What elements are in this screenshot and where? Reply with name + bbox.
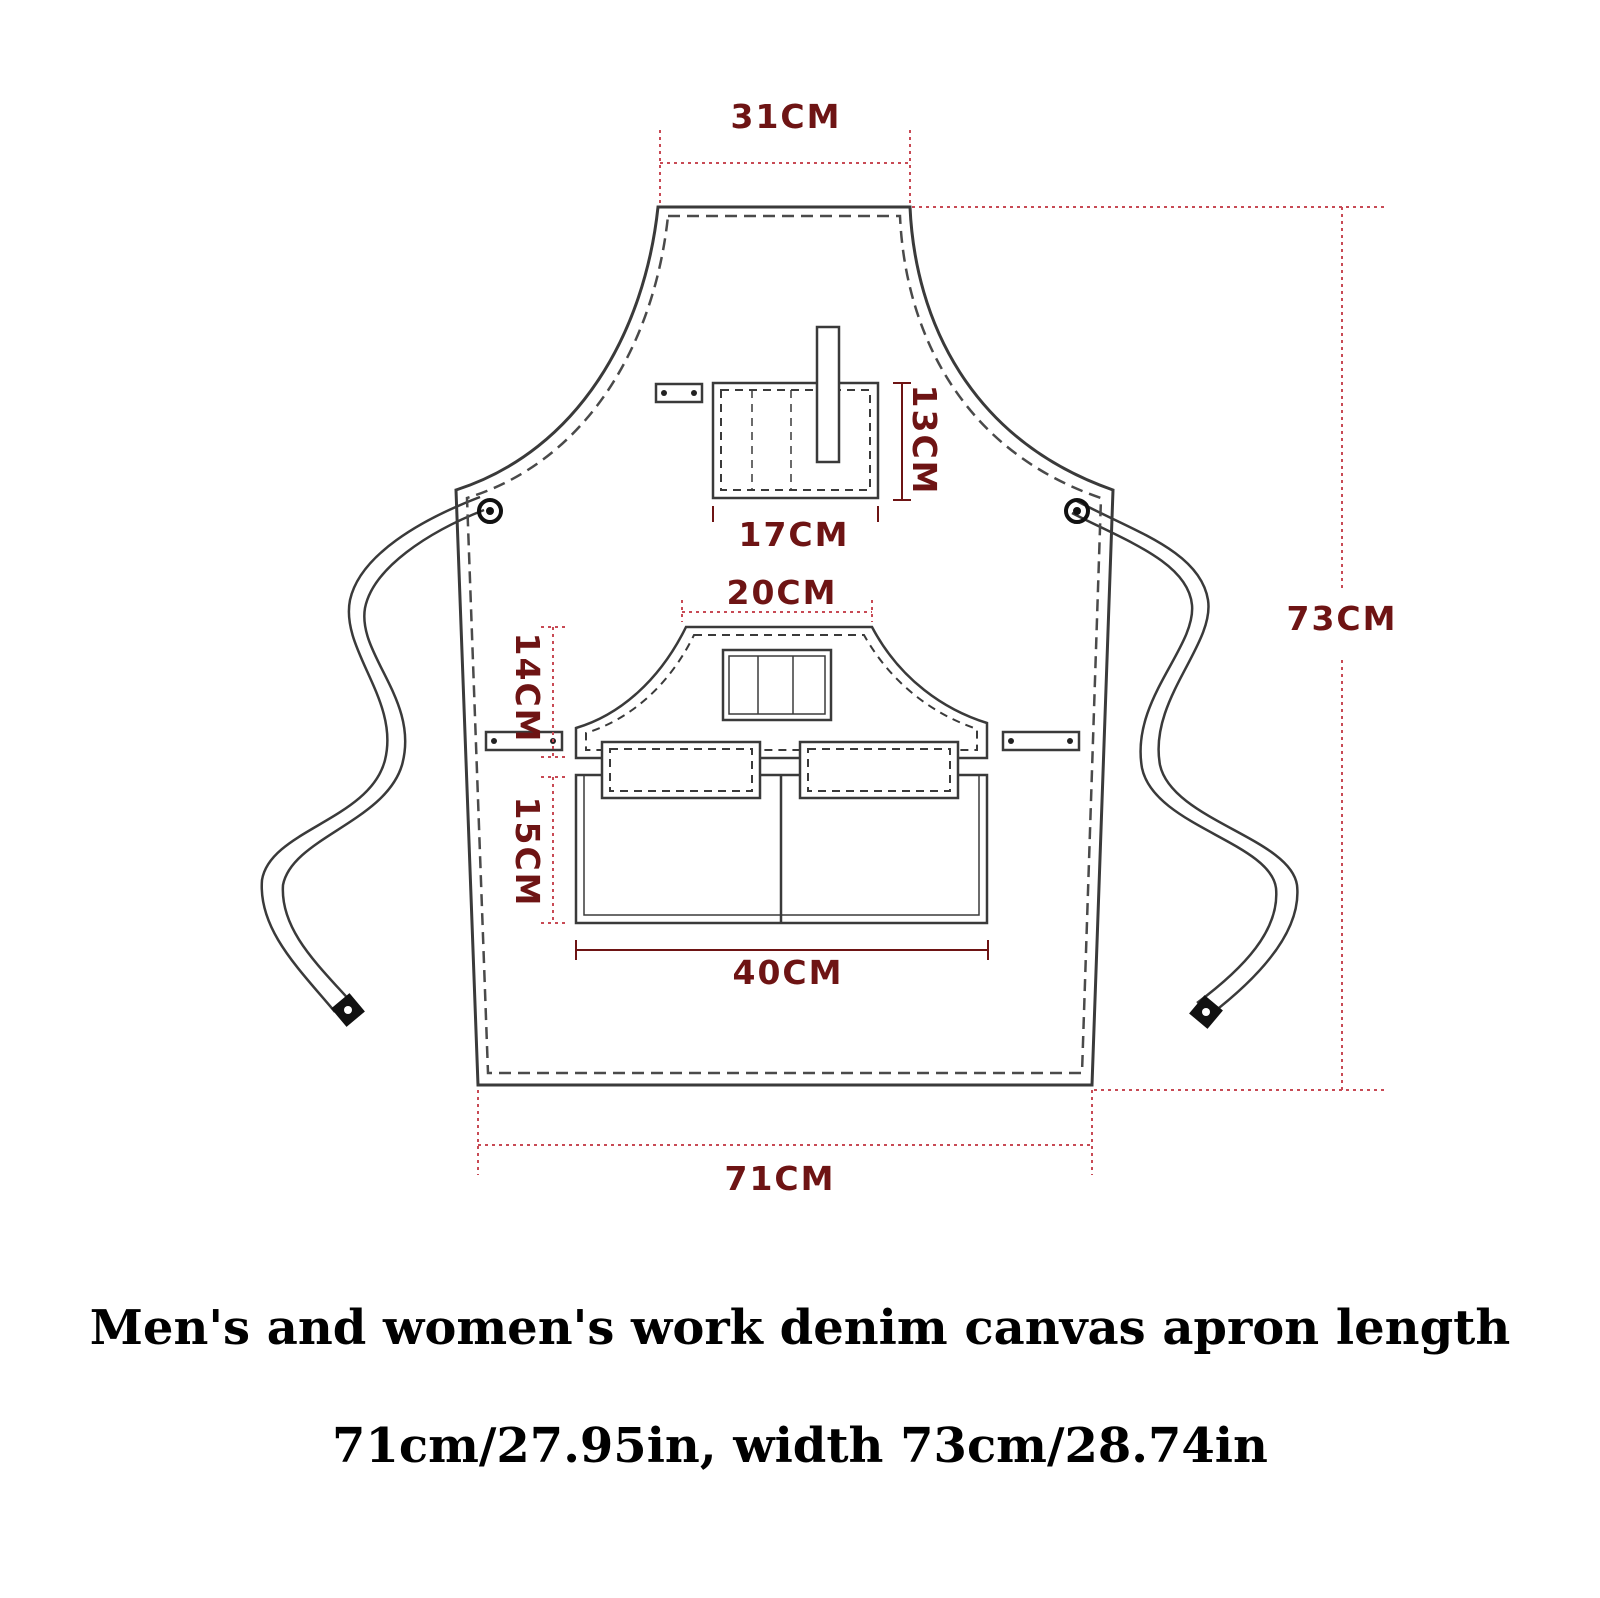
tool-loop-right	[1001, 730, 1081, 752]
caption-line-2: 71cm/27.95in, width 73cm/28.74in	[332, 1418, 1268, 1474]
apron-diagram: 31CM 13CM 17CM 20CM 14CM 15CM 40CM 73CM …	[260, 97, 1398, 1198]
right-grommet-icon	[1064, 498, 1090, 524]
caption-line-1: Men's and women's work denim canvas apro…	[89, 1300, 1511, 1356]
dimension-label-lower-pocket-width: 40CM	[733, 953, 844, 992]
left-grommet-icon	[477, 498, 503, 524]
lower-pockets	[574, 740, 989, 925]
dimension-lines-solid	[575, 382, 989, 960]
right-strap	[1071, 498, 1299, 1016]
dimension-label-bib-pocket-height: 14CM	[508, 633, 547, 744]
small-strap-tab-top	[654, 382, 704, 404]
bib-pocket	[574, 625, 989, 760]
chest-pocket	[711, 325, 880, 500]
dimension-label-apron-width: 71CM	[725, 1159, 836, 1198]
dimension-label-apron-length: 73CM	[1287, 599, 1398, 638]
dimension-label-top-pocket-height: 13CM	[905, 385, 944, 496]
dimension-guides	[477, 130, 1385, 1175]
dimension-label-top-pocket-width: 17CM	[739, 515, 850, 554]
dimension-label-bib-pocket-width: 20CM	[727, 573, 838, 612]
left-strap-end-icon	[331, 993, 365, 1027]
right-strap-end-icon	[1189, 995, 1223, 1029]
apron-body-outline	[454, 205, 1115, 1087]
dimension-label-lower-pocket-height: 15CM	[508, 797, 547, 908]
dimension-label-neck-width: 31CM	[731, 97, 842, 136]
left-strap	[260, 495, 485, 1013]
